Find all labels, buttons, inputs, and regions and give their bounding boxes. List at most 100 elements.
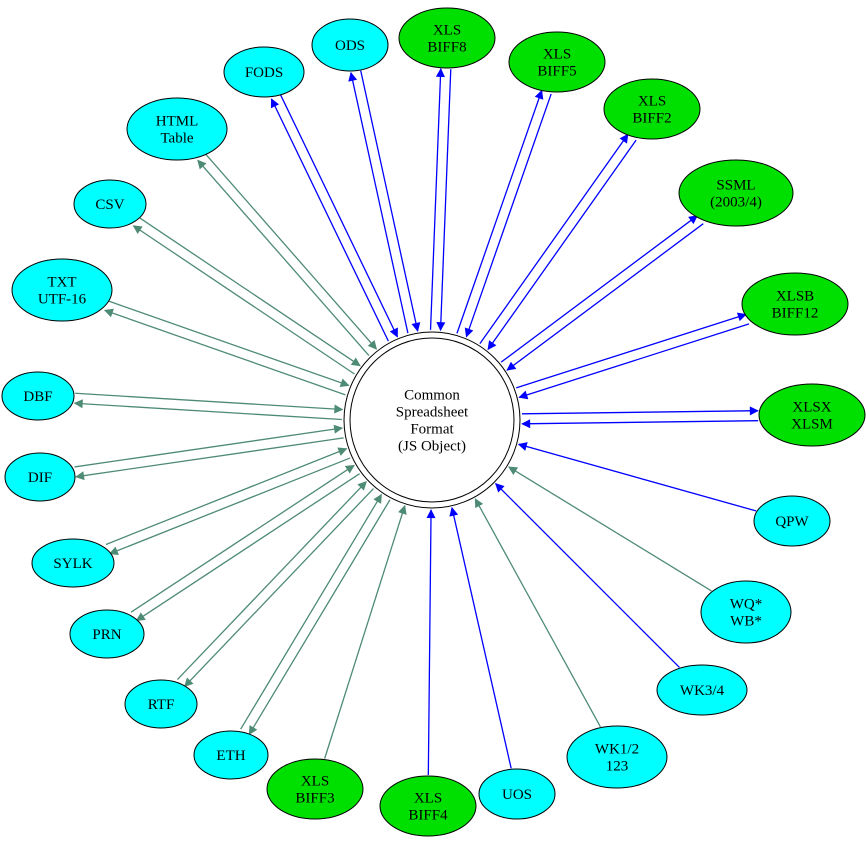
node-dif: DIF [4, 452, 76, 502]
node-sylk: SYLK [31, 538, 115, 588]
edge-wk34-in [495, 483, 680, 668]
node-ssml: SSML(2003/4) [678, 159, 794, 227]
node-xls-biff3-shape [266, 758, 364, 820]
edge-xlsx-xlsm-out [521, 406, 759, 416]
node-dbf-shape [1, 371, 75, 421]
node-wq-wb-shape [700, 580, 792, 644]
edge-uos-in [449, 506, 512, 769]
edge-ods-out [348, 71, 409, 334]
edge-xlsb-out [516, 312, 747, 389]
node-sylk-label: SYLK [53, 556, 92, 572]
edge-qpw-in [517, 442, 757, 512]
node-prn: PRN [69, 609, 145, 659]
node-wk34-label: WK3/4 [680, 683, 725, 699]
node-xlsb-shape [741, 272, 849, 336]
node-qpw-shape [753, 495, 831, 547]
node-dif-shape [4, 452, 76, 502]
edge-xls-biff2-out [479, 133, 629, 345]
node-prn-label: PRN [92, 627, 121, 643]
node-qpw-label: QPW [775, 514, 809, 530]
node-wk34-shape [656, 664, 748, 716]
edge-xlsx-xlsm-in [521, 419, 759, 429]
edge-xls-biff8-out [429, 67, 445, 330]
edge-prn-in [130, 464, 355, 613]
node-rtf-shape [124, 679, 198, 729]
edge-xls-biff2-in [487, 139, 637, 351]
node-ssml-label: SSML(2003/4) [710, 178, 762, 211]
edge-txt-utf16-out [103, 308, 346, 396]
node-csv: CSV [73, 179, 147, 229]
edge-rtf-out [184, 488, 374, 688]
node-qpw: QPW [753, 495, 831, 547]
edge-eth-out [248, 499, 391, 736]
node-csv-shape [73, 179, 147, 229]
center-inner-circle [349, 337, 515, 503]
edge-dif-in [74, 424, 344, 468]
node-eth: ETH [193, 730, 269, 780]
node-fods-shape [223, 46, 305, 98]
edge-rtf-in [176, 481, 367, 681]
edge-xlsb-in [518, 323, 750, 400]
node-ods-label: ODS [335, 38, 365, 54]
edge-html-table-out [197, 159, 370, 357]
node-xls-biff4-shape [379, 775, 477, 837]
edge-fods-in [279, 94, 398, 338]
node-ods: ODS [311, 18, 389, 72]
edge-fods-out [270, 98, 389, 342]
node-dbf-label: DBF [23, 389, 52, 405]
node-xls-biff5-shape [508, 31, 606, 93]
node-prn-shape [69, 609, 145, 659]
node-xlsx-xlsm-shape [758, 383, 866, 447]
edge-xls-biff5-out [456, 89, 544, 334]
edge-csv-out [132, 225, 355, 375]
edge-dbf-out [73, 399, 342, 421]
node-eth-label: ETH [216, 748, 245, 764]
edge-txt-utf16-in [107, 300, 350, 388]
node-uos-label: UOS [502, 787, 532, 803]
edge-ssml-in [506, 223, 704, 371]
edge-xls-biff8-in [436, 69, 452, 332]
edge-csv-in [138, 216, 361, 367]
edge-sylk-in [105, 447, 348, 546]
edge-ssml-out [500, 215, 699, 363]
node-fods: FODS [223, 46, 305, 98]
edge-wk12-123-in [474, 498, 601, 728]
node-wk34: WK3/4 [656, 664, 748, 716]
edge-html-table-in [204, 153, 378, 350]
node-wq-wb: WQ*WB* [700, 580, 792, 644]
edge-dbf-in [75, 392, 344, 414]
node-html-table-shape [126, 97, 228, 161]
edge-xls-biff4-in [426, 509, 436, 776]
node-wk12-123-shape [566, 725, 668, 789]
node-csv-label: CSV [95, 197, 124, 213]
node-xls-biff8-shape [398, 7, 496, 69]
edge-ods-in [360, 70, 421, 332]
node-ods-shape [311, 18, 389, 72]
node-txt-utf16-shape [11, 258, 113, 322]
node-wq-wb-label: WQ*WB* [730, 597, 763, 630]
node-uos: UOS [478, 768, 556, 820]
edge-dif-out [75, 437, 344, 481]
node-rtf: RTF [124, 679, 198, 729]
